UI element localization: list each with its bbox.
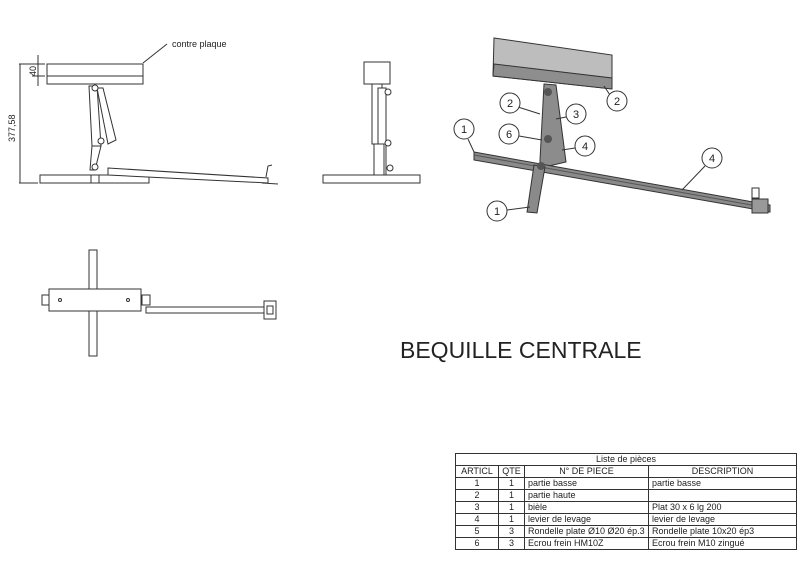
callout-bubbles: 2 2 3 1 6 4 4 1 <box>453 90 723 222</box>
cell-qty: 1 <box>498 489 525 502</box>
parts-list-table: Liste de pièces ARTICL QTE N° DE PIECE D… <box>455 453 797 550</box>
header-part: N° DE PIECE <box>524 465 649 478</box>
header-article: ARTICL <box>455 465 499 478</box>
cell-part: Rondelle plate Ø10 Ø20 ép.3 <box>524 525 649 538</box>
cell-part: levier de levage <box>524 513 649 526</box>
callout-1b: 1 <box>494 206 500 218</box>
cell-part: partie haute <box>524 489 649 502</box>
cell-article: 4 <box>455 513 499 526</box>
drawing-title: BEQUILLE CENTRALE <box>400 337 642 363</box>
cell-qty: 1 <box>498 513 525 526</box>
callout-1a: 1 <box>461 124 467 136</box>
cell-part: partie basse <box>524 477 649 490</box>
cell-description: Rondelle plate 10x20 ép3 <box>648 525 797 538</box>
cell-article: 1 <box>455 477 499 490</box>
callout-4b: 4 <box>709 153 715 165</box>
cell-qty: 1 <box>498 501 525 514</box>
isometric-view: 2 2 3 1 6 4 4 1 <box>453 37 771 222</box>
callout-3: 3 <box>573 109 579 121</box>
dim-plate-label: 40 <box>28 66 38 76</box>
cell-description: Plat 30 x 6 lg 200 <box>648 501 797 514</box>
callout-2b: 2 <box>614 96 620 108</box>
dim-height-label: 377,58 <box>7 114 17 142</box>
cell-description: partie basse <box>648 477 797 490</box>
cell-article: 3 <box>455 501 499 514</box>
cell-article: 2 <box>455 489 499 502</box>
cell-article: 5 <box>455 525 499 538</box>
callout-2a: 2 <box>507 98 513 110</box>
cell-qty: 3 <box>498 537 525 550</box>
cell-qty: 3 <box>498 525 525 538</box>
side-view: 40 377,58 contre plaque <box>7 39 279 185</box>
callout-6: 6 <box>506 129 512 141</box>
cell-article: 6 <box>455 537 499 550</box>
cell-qty: 1 <box>498 477 525 490</box>
parts-list-title: Liste de pièces <box>455 453 797 466</box>
front-view <box>322 61 421 184</box>
contre-plaque-label: contre plaque <box>172 39 227 49</box>
cell-description <box>648 489 797 502</box>
cell-description: levier de levage <box>648 513 797 526</box>
callout-4a: 4 <box>582 141 588 153</box>
cell-part: Ecrou frein HM10Z <box>524 537 649 550</box>
header-description: DESCRIPTION <box>648 465 797 478</box>
cell-part: bièle <box>524 501 649 514</box>
header-qty: QTE <box>498 465 525 478</box>
cell-description: Ecrou frein M10 zingué <box>648 537 797 550</box>
top-view <box>41 249 277 357</box>
